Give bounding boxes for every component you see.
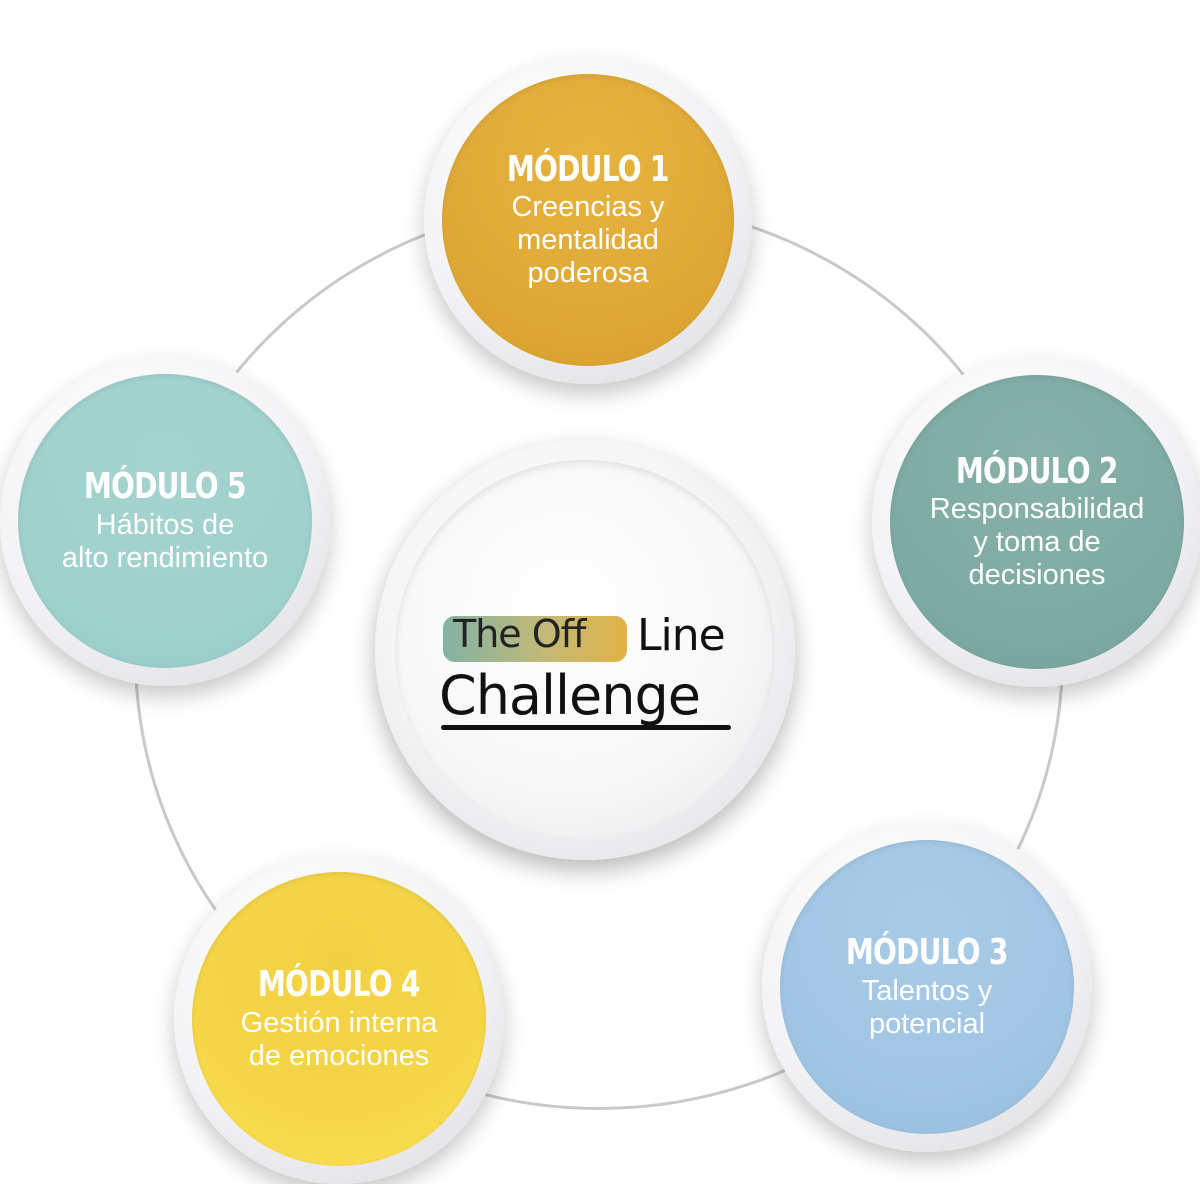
module-1-circle: MÓDULO 1 Creencias y mentalidad poderosa — [424, 56, 752, 384]
module-2-description: Responsabilidad y toma de decisiones — [929, 493, 1145, 592]
module-3-circle: MÓDULO 3 Talentos y potencial — [762, 822, 1092, 1152]
module-2-circle: MÓDULO 2 Responsabilidad y toma de decis… — [872, 357, 1200, 687]
module-5-fill: MÓDULO 5 Hábitos de alto rendimiento — [18, 374, 312, 668]
module-1-description: Creencias y mentalidad poderosa — [511, 191, 665, 290]
offline-challenge-logo: The Off Line Challenge — [439, 610, 779, 740]
module-4-circle: MÓDULO 4 Gestión interna de emociones — [174, 854, 504, 1184]
module-4-title: MÓDULO 4 — [258, 964, 421, 1006]
logo-line-text: Line — [637, 610, 726, 661]
center-circle-inner: The Off Line Challenge — [395, 460, 775, 840]
module-3-fill: MÓDULO 3 Talentos y potencial — [780, 840, 1074, 1134]
module-4-fill: MÓDULO 4 Gestión interna de emociones — [192, 872, 486, 1166]
module-2-fill: MÓDULO 2 Responsabilidad y toma de decis… — [890, 375, 1184, 669]
module-2-title: MÓDULO 2 — [956, 450, 1119, 492]
module-4-description: Gestión interna de emociones — [240, 1006, 438, 1072]
module-1-fill: MÓDULO 1 Creencias y mentalidad poderosa — [442, 74, 734, 366]
logo-pill — [443, 616, 627, 662]
center-circle: The Off Line Challenge — [375, 440, 795, 860]
module-5-description: Hábitos de alto rendimiento — [61, 508, 269, 574]
logo-challenge-text: Challenge — [439, 664, 701, 727]
module-3-title: MÓDULO 3 — [846, 932, 1009, 974]
module-5-title: MÓDULO 5 — [84, 466, 247, 508]
logo-pill-text: The Off — [453, 612, 586, 656]
logo-underline — [441, 725, 731, 730]
module-3-description: Talentos y potencial — [861, 974, 993, 1040]
module-5-circle: MÓDULO 5 Hábitos de alto rendimiento — [0, 356, 330, 686]
module-1-title: MÓDULO 1 — [507, 148, 670, 190]
